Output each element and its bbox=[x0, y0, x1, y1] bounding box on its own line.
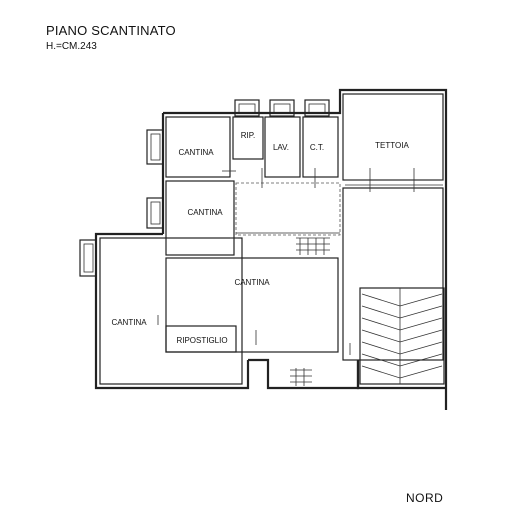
window-wells-left bbox=[79, 129, 164, 277]
room-label-tettoia: TETTOIA bbox=[375, 141, 409, 150]
north-label: NORD bbox=[406, 491, 444, 505]
door-marks bbox=[157, 168, 415, 355]
ramp-chevrons bbox=[359, 287, 445, 385]
middle-rooms bbox=[165, 180, 444, 361]
room-label-cantina-3: CANTINA bbox=[234, 278, 270, 287]
room-label-ripostiglio: RIPOSTIGLIO bbox=[176, 336, 227, 345]
window-wells-top bbox=[234, 99, 330, 117]
plan-title: PIANO SCANTINATO bbox=[46, 23, 176, 38]
room-label-rip: RIP. bbox=[241, 131, 256, 140]
room-label-lav: LAV. bbox=[273, 143, 289, 152]
room-label-cantina-4: CANTINA bbox=[111, 318, 147, 327]
room-label-ct: C.T. bbox=[310, 143, 324, 152]
outer-walls bbox=[94, 88, 448, 410]
room-label-cantina-2: CANTINA bbox=[187, 208, 223, 217]
top-rooms bbox=[165, 93, 444, 186]
stairs bbox=[290, 237, 330, 386]
plan-height-note: H.=CM.243 bbox=[46, 41, 97, 52]
room-label-cantina-1: CANTINA bbox=[178, 148, 214, 157]
